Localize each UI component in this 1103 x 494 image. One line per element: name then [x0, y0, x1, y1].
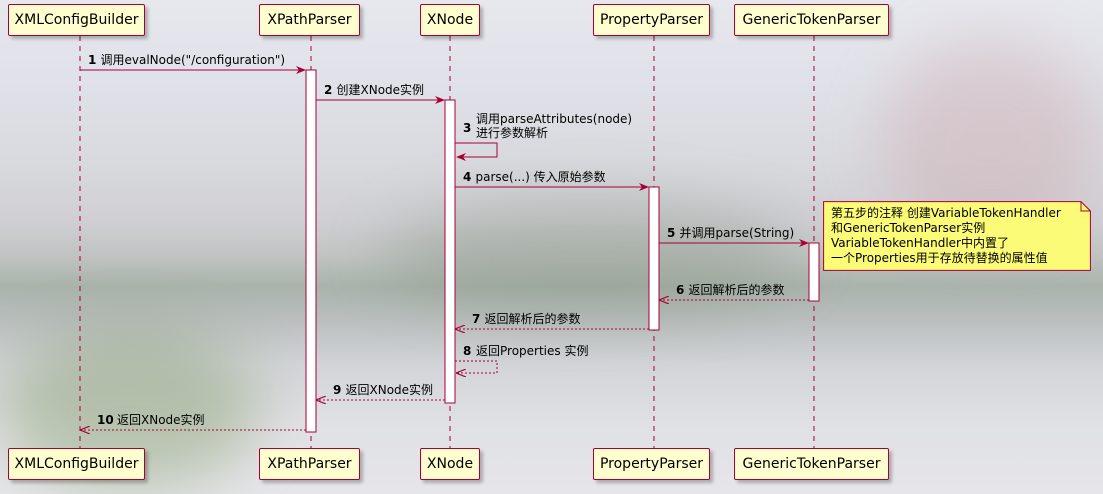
message-label: 创建XNode实例 [337, 82, 425, 97]
message-label: 返回Properties 实例 [476, 343, 588, 358]
activation-bars [305, 69, 820, 433]
activation-generictokenparser [808, 242, 820, 302]
message-number: 2 [324, 83, 332, 97]
note-shape [823, 201, 1091, 271]
message-number: 4 [463, 170, 471, 184]
message-2: 2 创建XNode实例 [316, 82, 445, 104]
message-number: 10 [97, 413, 114, 427]
participant-xpathparser-top: XPathParser [259, 4, 360, 36]
message-label: parse(...) 传入原始参数 [476, 169, 606, 184]
note-line: 一个Properties用于存放待替换的属性值 [831, 251, 1048, 265]
message-arrow-8 [455, 360, 498, 373]
message-4: 4 parse(...) 传入原始参数 [455, 169, 649, 191]
message-label: 返回解析后的参数 [689, 282, 785, 297]
note-line: 和GenericTokenParser实例 [831, 221, 986, 235]
message-number: 3 [463, 121, 471, 135]
message-1: 1 调用evalNode("/configuration") [80, 53, 306, 74]
message-number: 7 [472, 312, 480, 326]
participant-propertyparser-bottom: PropertyParser [593, 448, 710, 480]
message-label: 返回XNode实例 [117, 412, 205, 427]
note-line: VariableTokenHandler中内置了 [831, 236, 1009, 250]
message-label: 进行参数解析 [476, 125, 548, 140]
message-label: 调用parseAttributes(node) [476, 112, 632, 126]
participant-xpathparser-bottom: XPathParser [259, 448, 360, 480]
message-label: 返回XNode实例 [346, 382, 434, 397]
message-number: 8 [463, 344, 471, 358]
participant-xnode-top: XNode [420, 4, 480, 36]
participant-propertyparser-top: PropertyParser [593, 4, 710, 36]
activation-propertyparser [648, 186, 660, 331]
message-7: 7 返回解析后的参数 [456, 311, 649, 329]
participant-xmlconfigbuilder-bottom: XMLConfigBuilder [8, 448, 145, 480]
message-label: 并调用parse(String) [680, 226, 795, 240]
message-label: 返回解析后的参数 [485, 311, 581, 326]
activation-xpathparser [305, 69, 317, 433]
message-number: 5 [667, 226, 675, 240]
participant-xmlconfigbuilder-top: XMLConfigBuilder [8, 4, 145, 36]
message-number: 6 [676, 283, 684, 297]
message-8: 8 返回Properties 实例 [455, 343, 588, 373]
activation-xnode [444, 99, 456, 404]
message-label: 调用evalNode("/configuration") [101, 53, 286, 67]
participant-generictokenparser-bottom: GenericTokenParser [734, 448, 889, 480]
participant-generictokenparser-top: GenericTokenParser [734, 4, 889, 36]
step-5-note: 第五步的注释 创建VariableTokenHandler 和GenericTo… [823, 201, 1091, 271]
participant-xnode-bottom: XNode [420, 448, 480, 480]
message-3: 3 调用parseAttributes(node)进行参数解析 [455, 112, 632, 161]
message-arrow-3 [455, 142, 498, 161]
message-6: 6 返回解析后的参数 [660, 282, 809, 300]
messages: 1 调用evalNode("/configuration") 2 创建XNode实例 3… [80, 53, 809, 430]
message-number: 9 [333, 383, 341, 397]
note-text: 第五步的注释 创建VariableTokenHandler 和GenericTo… [831, 206, 1061, 266]
note-line: 第五步的注释 创建VariableTokenHandler [831, 206, 1061, 220]
message-5: 5 并调用parse(String) [659, 226, 809, 247]
message-number: 1 [88, 53, 96, 67]
message-9: 9 返回XNode实例 [317, 382, 445, 400]
